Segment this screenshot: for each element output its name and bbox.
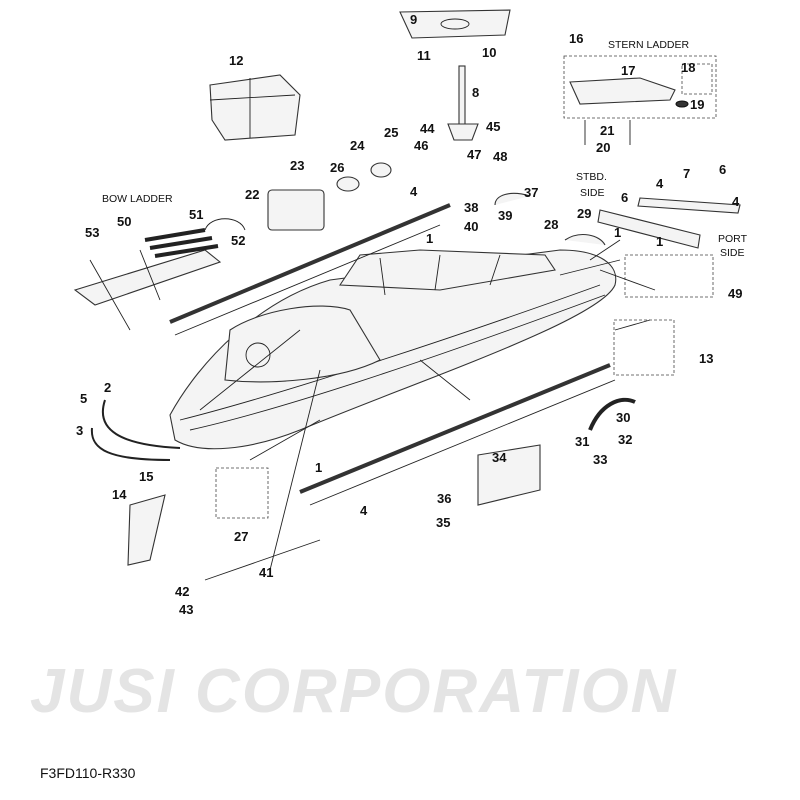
rail-bracket <box>597 209 701 249</box>
callout: 8 <box>472 85 479 100</box>
callout: 20 <box>596 140 610 155</box>
callout: 39 <box>498 208 512 223</box>
callout: 7 <box>683 166 690 181</box>
caption-bow-ladder: BOW LADDER <box>102 193 173 205</box>
tray <box>267 189 325 231</box>
callout: 27 <box>234 529 248 544</box>
callout: 32 <box>618 432 632 447</box>
boat-hull <box>169 249 617 450</box>
callout: 29 <box>577 206 591 221</box>
callout: 4 <box>410 184 418 199</box>
callout: 19 <box>690 97 704 112</box>
callout: 48 <box>493 149 507 164</box>
trim-strips <box>90 203 636 506</box>
callout: 9 <box>410 12 417 27</box>
callout: 3 <box>76 423 83 438</box>
callout: 23 <box>290 158 304 173</box>
callout: 15 <box>139 469 153 484</box>
callout: 30 <box>616 410 630 425</box>
callout: 25 <box>384 125 398 140</box>
callout: 36 <box>437 491 451 506</box>
callout: 6 <box>621 190 628 205</box>
callout: 33 <box>593 452 607 467</box>
callout: 40 <box>464 219 478 234</box>
stern-ladder-box <box>563 55 717 119</box>
callout: 10 <box>482 45 496 60</box>
callout: 16 <box>569 31 583 46</box>
table-top <box>399 9 511 141</box>
callout: 1 <box>614 225 621 240</box>
callout: 42 <box>175 584 189 599</box>
callout: 28 <box>544 217 558 232</box>
bow-ladder <box>73 228 222 331</box>
callout: 35 <box>436 515 450 530</box>
callout: 37 <box>524 185 538 200</box>
diagram-code: F3FD110-R330 <box>40 765 136 781</box>
callout: 4 <box>360 503 368 518</box>
callout: 43 <box>179 602 193 617</box>
callout: 46 <box>414 138 428 153</box>
callout: 31 <box>575 434 589 449</box>
callout: 51 <box>189 207 203 222</box>
callout: 6 <box>719 162 726 177</box>
callout: 47 <box>467 147 481 162</box>
caption-stbd: STBD. <box>576 171 607 183</box>
callout: 2 <box>104 380 111 395</box>
callout: 24 <box>350 138 365 153</box>
callout: 11 <box>417 48 431 63</box>
stern-ladder <box>569 77 676 105</box>
callout: 14 <box>112 487 127 502</box>
caption-port: PORT <box>718 233 748 245</box>
callout: 53 <box>85 225 99 240</box>
watermark: JUSI CORPORATION <box>30 657 677 726</box>
callout: 22 <box>245 187 259 202</box>
callout: 4 <box>732 194 740 209</box>
caption-port-side: SIDE <box>720 247 745 259</box>
callouts: 9 10 11 8 12 16 17 18 19 21 20 44 45 46 … <box>76 12 742 617</box>
cooler <box>209 74 301 141</box>
callout: 41 <box>259 565 273 580</box>
callout: 1 <box>315 460 322 475</box>
callout: 44 <box>420 121 435 136</box>
callout: 52 <box>231 233 245 248</box>
callout: 45 <box>486 119 500 134</box>
callout: 38 <box>464 200 478 215</box>
callout: 21 <box>600 123 614 138</box>
callout: 1 <box>656 234 663 249</box>
callout: 26 <box>330 160 344 175</box>
callout: 1 <box>426 231 433 246</box>
callout: 5 <box>80 391 87 406</box>
callout: 49 <box>728 286 742 301</box>
callout: 12 <box>229 53 243 68</box>
caption-stbd-side: SIDE <box>580 187 605 199</box>
callout: 34 <box>492 450 507 465</box>
callout: 4 <box>656 176 664 191</box>
callout: 50 <box>117 214 131 229</box>
callout: 18 <box>681 60 695 75</box>
callout: 17 <box>621 63 635 78</box>
caption-stern-ladder: STERN LADDER <box>608 39 690 51</box>
callout: 13 <box>699 351 713 366</box>
